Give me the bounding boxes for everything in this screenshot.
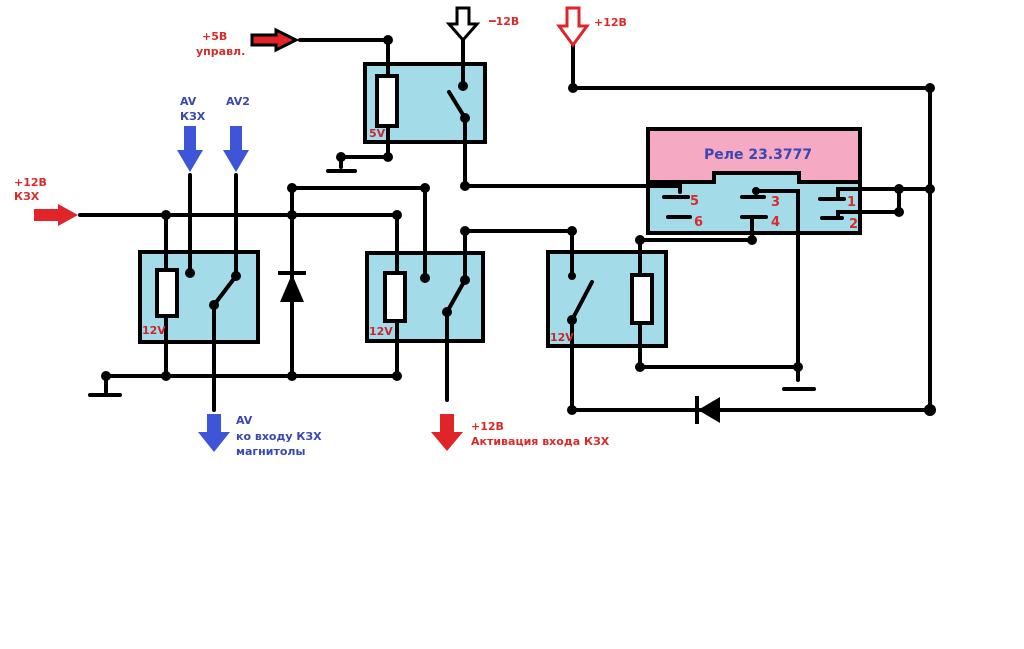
main-relay-pin-5: 5 [690,194,699,209]
relay-top-voltage: 5V [369,127,386,140]
diode-bottom [695,396,720,424]
av-output-arrow-icon [198,414,230,452]
main-relay-pin-6: 6 [694,215,703,230]
plus12v-kzx-arrow-icon [34,204,78,226]
coil-top-relay [375,74,399,128]
plus5v-label: +5В [202,30,227,43]
av-input-arrow-icon [177,126,203,172]
junction-dots [101,35,936,416]
av-output-line2: ко входу КЗХ [236,430,322,443]
plus5v-arrow-icon [250,27,300,53]
coil-left-relay [155,268,179,318]
main-relay-pin-1: 1 [847,195,856,210]
diode-left [278,271,306,302]
out-12v-label: +12В [471,420,504,433]
plus12v-kzx-label: +12В [14,176,47,189]
plus12v-kzx-sub-label: КЗХ [14,190,40,203]
minus12v-arrow-icon [445,6,481,43]
relay-middle-voltage: 12V [369,325,393,338]
main-relay-title: Реле 23.3777 [704,147,812,163]
plus12v-top-label: +12В [594,16,627,29]
main-relay-contacts [662,195,846,220]
main-relay-pin-3: 3 [771,195,780,210]
activation-output-arrow-icon [431,414,463,451]
av-label: AV [180,95,197,108]
av-sub-label: КЗХ [180,110,206,123]
av-output-line3: магнитолы [236,445,305,458]
out-12v-line2: Активация входа КЗХ [471,435,610,448]
plus12v-top-arrow-icon [556,6,590,48]
main-relay-pin-4: 4 [771,215,780,230]
minus12v-label: ━12В [488,15,519,28]
relay-left-voltage: 12V [142,324,166,337]
av2-label: AV2 [226,95,250,108]
av-output-label: AV [236,414,253,427]
relay-right-voltage: 12V [550,331,574,344]
coil-right-relay [630,273,654,325]
av2-input-arrow-icon [223,126,249,172]
main-relay-pin-2: 2 [849,217,858,232]
plus5v-sub-label: управл. [196,45,245,58]
coil-middle-relay [383,271,407,323]
